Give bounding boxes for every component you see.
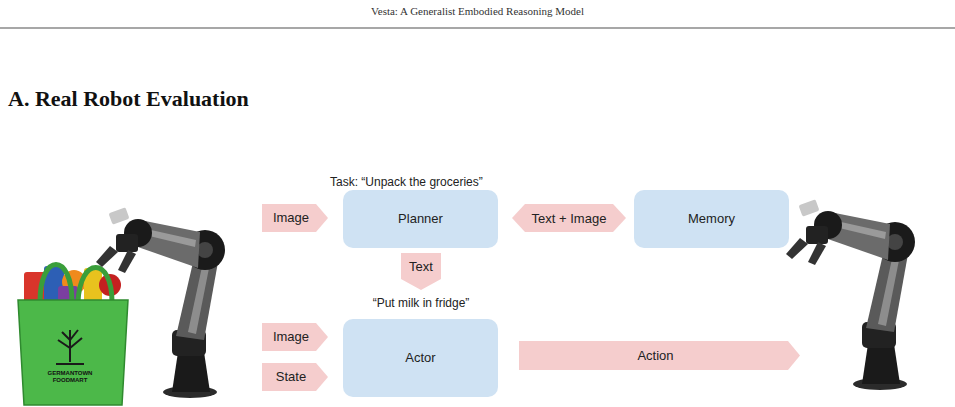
node-texts: State (262, 363, 328, 391)
node-label: Action (637, 348, 673, 364)
bag-logo (56, 363, 84, 365)
section-title: A. Real Robot Evaluation (8, 86, 249, 112)
arrow-fill (262, 323, 328, 351)
module-box: Actor (343, 319, 498, 397)
module-box: Memory (634, 190, 789, 248)
node-label: Image (273, 210, 309, 226)
node-texts: Planner (343, 190, 498, 248)
node-texts: Image (262, 323, 328, 351)
robot-arm (96, 207, 225, 398)
bag-handle (78, 268, 112, 303)
node-texts: Memory (634, 190, 789, 248)
module-box: Planner (343, 190, 498, 248)
input-arrow: Image (262, 323, 328, 351)
running-header: Vesta: A Generalist Embodied Reasoning M… (0, 5, 955, 17)
block-arrow (512, 204, 626, 232)
input-arrow: State (262, 363, 328, 391)
node-label: Image (273, 329, 309, 345)
robot-arm (786, 199, 915, 390)
task-label: Task: “Unpack the groceries” (330, 175, 483, 189)
node-texts: Actor (343, 319, 498, 397)
node-label: Planner (398, 211, 443, 227)
grocery-bag (18, 300, 128, 405)
node-label: State (276, 369, 306, 385)
output-arrow: Action (519, 341, 800, 370)
node-texts: Image (262, 204, 328, 232)
block-arrow (401, 253, 441, 290)
edge-label: Text (409, 259, 433, 274)
bag-logo (58, 330, 82, 362)
node-label: Memory (688, 211, 735, 227)
input-arrow: Image (262, 204, 328, 232)
arrow-fill (519, 341, 800, 370)
node-texts: Action (519, 341, 800, 370)
edge-label: Text + Image (532, 211, 607, 226)
header-rule (0, 27, 955, 29)
arrow-fill (262, 204, 328, 232)
node-label: Actor (405, 350, 435, 366)
bag-print: GERMANTOWN FOODMART (42, 370, 98, 383)
bag-handle (40, 265, 72, 303)
arrow-fill (262, 363, 328, 391)
subtask-label: “Put milk in fridge” (373, 296, 470, 310)
